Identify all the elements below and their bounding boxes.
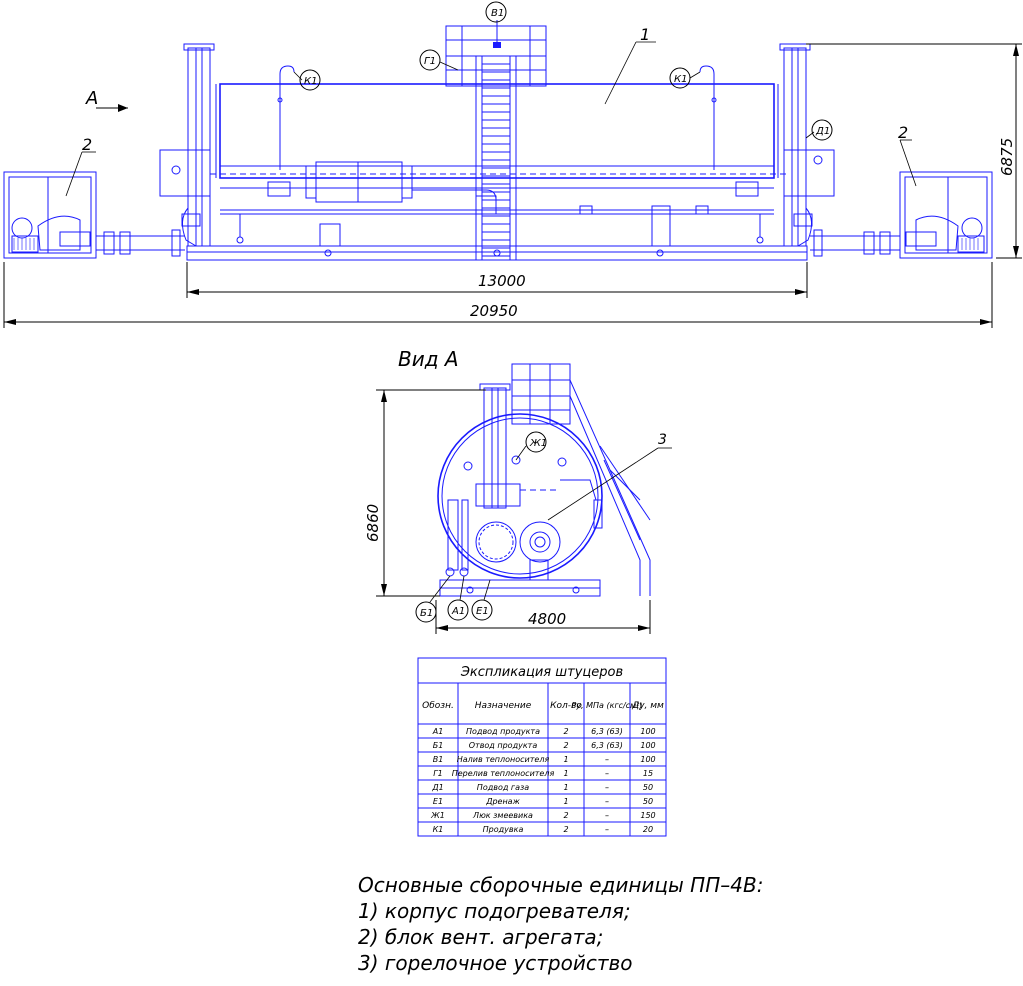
label-v1: В1 (491, 8, 504, 19)
table-cell: 6,3 (63) (591, 727, 623, 736)
nozzle-table (417, 657, 667, 837)
label-k1-left: К1 (304, 76, 317, 87)
table-title: Экспликация штуцеров (460, 665, 623, 680)
view-a-drawing (437, 363, 651, 597)
notes-title: Основные сборочные единицы ПП–4В: (358, 873, 763, 897)
label-e1: Е1 (476, 606, 489, 617)
table-cell: 15 (643, 769, 653, 778)
view-title: Вид А (398, 347, 459, 371)
dimension-lines-top (3, 43, 1022, 328)
table-header-4: Ду, мм (631, 701, 664, 711)
table-cell: 50 (643, 783, 653, 792)
table-cell: В1 (433, 755, 444, 764)
purge-pipes (277, 65, 717, 170)
label-item2-right: 2 (898, 123, 908, 142)
table-header-0: Обозн. (422, 701, 454, 711)
marker-a1 (447, 599, 469, 621)
notes-item-2: 2) блок вент. агрегата; (358, 925, 603, 949)
label-item3: 3 (658, 432, 667, 448)
table-cell: 20 (643, 825, 653, 834)
table-cell: 1 (563, 783, 568, 792)
marker-k1-left (299, 69, 321, 91)
table-cell: Продувка (483, 825, 524, 834)
marker-g1 (419, 49, 441, 71)
arrow-label: А (85, 88, 98, 109)
dim-6860: 6860 (364, 504, 382, 542)
table-header-2: Кол-во (550, 701, 582, 711)
table-cell: Отвод продукта (469, 741, 538, 750)
fan-block-left (3, 171, 185, 259)
marker-zh1 (525, 431, 547, 453)
table-cell: 2 (563, 811, 568, 820)
marker-d1 (811, 119, 833, 141)
top-leaders (65, 41, 917, 197)
table-cell: Подвод газа (477, 783, 529, 792)
table-cell: Д1 (431, 783, 443, 792)
marker-v1 (485, 1, 507, 23)
table-cell: – (605, 825, 609, 834)
table-cell: Г1 (433, 769, 443, 778)
dim-6875: 6875 (998, 138, 1016, 176)
view-arrow-a: А (85, 88, 128, 112)
stack-left (181, 43, 215, 247)
table-cell: 2 (563, 727, 568, 736)
table-cell: Перелив теплоносителя (452, 769, 555, 778)
label-item2-left: 2 (82, 135, 92, 154)
label-zh1: Ж1 (529, 438, 547, 449)
table-cell: 100 (640, 727, 655, 736)
table-cell: Е1 (433, 797, 443, 806)
table-cell: – (605, 811, 609, 820)
vessel-body (159, 83, 835, 244)
table-cell: Налив теплоносителя (457, 755, 550, 764)
dim-13000: 13000 (478, 272, 526, 290)
table-cell: 100 (640, 741, 655, 750)
label-a1: А1 (451, 606, 465, 617)
label-k1-right: К1 (674, 74, 687, 85)
table-cell: 1 (563, 755, 568, 764)
table-cell: – (605, 769, 609, 778)
dim-4800: 4800 (528, 610, 566, 628)
table-cell: 100 (640, 755, 655, 764)
table-cell: Люк змеевика (472, 811, 533, 820)
label-d1: Д1 (815, 126, 830, 137)
table-cell: 1 (563, 797, 568, 806)
table-cell: Б1 (433, 741, 444, 750)
ladder-platform (445, 20, 547, 261)
table-cell: К1 (433, 825, 444, 834)
table-cell: 1 (563, 769, 568, 778)
table-cell: – (605, 797, 609, 806)
table-cell: Подвод продукта (466, 727, 540, 736)
table-cell: Ж1 (430, 811, 445, 820)
table-cell: Дренаж (485, 797, 520, 806)
table-cell: 50 (643, 797, 653, 806)
label-g1: Г1 (424, 56, 436, 67)
dimension-lines-view-a (376, 389, 651, 634)
label-b1: Б1 (420, 608, 433, 619)
table-cell: 2 (563, 825, 568, 834)
fan-block-right (810, 171, 993, 259)
table-cell: – (605, 755, 609, 764)
dim-20950: 20950 (470, 302, 518, 320)
table-cell: 6,3 (63) (591, 741, 623, 750)
table-header-3: Ру, МПа (кгс/см²) (571, 701, 642, 710)
table-cell: 150 (640, 811, 655, 820)
label-item1: 1 (640, 25, 650, 44)
table-header-1: Назначение (475, 701, 532, 711)
notes-item-1: 1) корпус подогревателя; (358, 899, 631, 923)
front-elevation (3, 20, 993, 261)
table-cell: 2 (563, 741, 568, 750)
stack-right (779, 43, 813, 247)
marker-e1 (471, 599, 493, 621)
table-cell: А1 (432, 727, 444, 736)
notes-item-3: 3) горелочное устройство (358, 951, 633, 975)
table-cell: – (605, 783, 609, 792)
marker-k1-right (669, 67, 691, 89)
